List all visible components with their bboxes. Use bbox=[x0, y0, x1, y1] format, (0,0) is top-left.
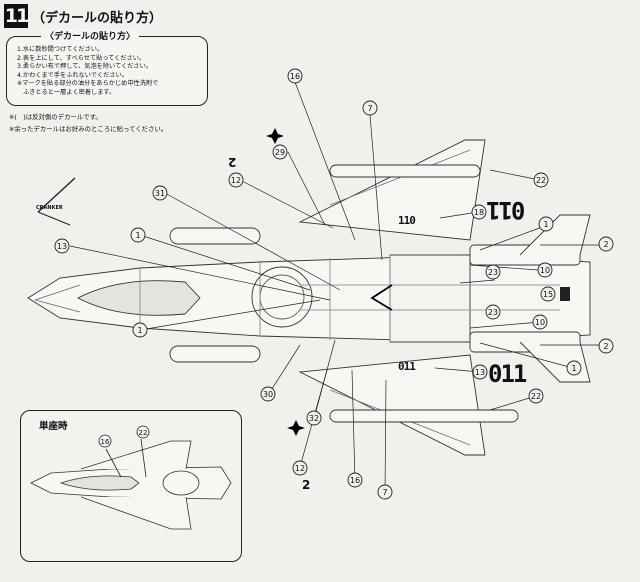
callout-circle bbox=[485, 264, 501, 280]
callout-number-23: 23 bbox=[488, 308, 498, 317]
decal-code-lower: 011 bbox=[488, 360, 527, 388]
instruction-line: ※マークを貼る部分の油分をあらかじめ中性洗剤で bbox=[17, 80, 159, 88]
inset-diagram: 16 22 bbox=[30, 425, 232, 530]
callout-inset-22: 22 bbox=[139, 429, 148, 437]
callout-number-10: 10 bbox=[535, 318, 545, 327]
callout-number-23: 23 bbox=[488, 268, 498, 277]
callout-circle bbox=[292, 460, 308, 476]
instruction-line: ふきとると一層よく密着します。 bbox=[23, 88, 116, 96]
callout-circle bbox=[598, 338, 614, 354]
instructions-title: 〈デカールの貼り方〉 bbox=[41, 29, 140, 42]
emblem-mark bbox=[560, 287, 570, 301]
callout-number-13: 13 bbox=[57, 242, 67, 251]
instructions-list: 1.水に数秒間つけてください。 2.表を上にして、すべらせて貼ってください。 3… bbox=[17, 46, 158, 98]
callout-number-10: 10 bbox=[540, 266, 550, 275]
callout-number-1: 1 bbox=[543, 220, 548, 229]
callout-circle bbox=[272, 144, 288, 160]
instruction-line: 3.柔らかい布で押して、気泡を除いてください。 bbox=[17, 63, 152, 71]
inset-title: 単座時 bbox=[39, 421, 68, 432]
instruction-line: 2.表を上にして、すべらせて貼ってください。 bbox=[17, 54, 146, 62]
callout-number-22: 22 bbox=[531, 392, 541, 401]
callout-number-16: 16 bbox=[350, 476, 360, 485]
callout-number-7: 7 bbox=[382, 488, 387, 497]
callout-circle bbox=[537, 262, 553, 278]
callout-circle bbox=[152, 185, 168, 201]
callout-number-12: 12 bbox=[295, 464, 305, 473]
callout-circle bbox=[471, 204, 487, 220]
instruction-line: 1.水に数秒間つけてください。 bbox=[17, 46, 104, 53]
callout-circle bbox=[566, 360, 582, 376]
callout-circle bbox=[485, 304, 501, 320]
callout-number-16: 16 bbox=[290, 72, 300, 81]
callout-number-30: 30 bbox=[263, 390, 273, 399]
note-leftover-decals: ※余ったデカールはお好みのところに貼ってください。 bbox=[9, 125, 168, 133]
callout-number-18: 18 bbox=[474, 208, 484, 217]
step-title: （デカールの貼り方） bbox=[32, 11, 163, 26]
callout-circle bbox=[362, 100, 378, 116]
callout-number-7: 7 bbox=[367, 104, 372, 113]
callout-number-2: 2 bbox=[603, 342, 608, 351]
callout-circle bbox=[228, 172, 244, 188]
callout-number-15: 15 bbox=[543, 290, 553, 299]
callout-number-1: 1 bbox=[571, 364, 576, 373]
star-marks bbox=[266, 128, 305, 436]
mark-2-lower: 2 bbox=[302, 478, 311, 492]
instruction-line: 4.かわくまで手をふれないでください。 bbox=[17, 71, 128, 79]
mark-2-upper: 2 bbox=[228, 155, 237, 169]
callout-circle bbox=[132, 322, 148, 338]
decal-code-lower-small: 011 bbox=[398, 360, 416, 373]
callout-number-31: 31 bbox=[155, 189, 165, 198]
decal-code-upper: 011 bbox=[488, 196, 526, 224]
single-seat-inset: 単座時 16 22 bbox=[20, 410, 242, 562]
callout-number-29: 29 bbox=[275, 148, 285, 157]
note-reverse-side: ※( )は反対側のデカールです。 bbox=[9, 113, 102, 121]
callout-circle bbox=[377, 484, 393, 500]
callout-number-13: 13 bbox=[475, 368, 485, 377]
callout-number-32: 32 bbox=[309, 414, 319, 423]
instructions-box: 〈デカールの貼り方〉 1.水に数秒間つけてください。 2.表を上にして、すべらせ… bbox=[6, 29, 208, 106]
callout-circle bbox=[533, 172, 549, 188]
callout-circle bbox=[347, 472, 363, 488]
callout-circle bbox=[54, 238, 70, 254]
callout-circle bbox=[540, 286, 556, 302]
nose-label: CRANKER bbox=[36, 205, 63, 211]
callout-circle bbox=[306, 410, 322, 426]
callout-inset-16: 16 bbox=[101, 438, 110, 446]
callout-circle bbox=[287, 68, 303, 84]
callout-circle bbox=[130, 227, 146, 243]
callout-number-12: 12 bbox=[231, 176, 241, 185]
callout-circle bbox=[598, 236, 614, 252]
step-number: 11 bbox=[4, 4, 29, 28]
callout-circle bbox=[472, 364, 488, 380]
decal-code-upper-small: 110 bbox=[398, 214, 416, 227]
callout-number-2: 2 bbox=[603, 240, 608, 249]
callout-number-1: 1 bbox=[135, 231, 140, 240]
callout-circle bbox=[528, 388, 544, 404]
callout-number-1: 1 bbox=[137, 326, 142, 335]
callout-circle bbox=[538, 216, 554, 232]
callout-number-22: 22 bbox=[536, 176, 546, 185]
callout-circle bbox=[532, 314, 548, 330]
callout-circle bbox=[260, 386, 276, 402]
